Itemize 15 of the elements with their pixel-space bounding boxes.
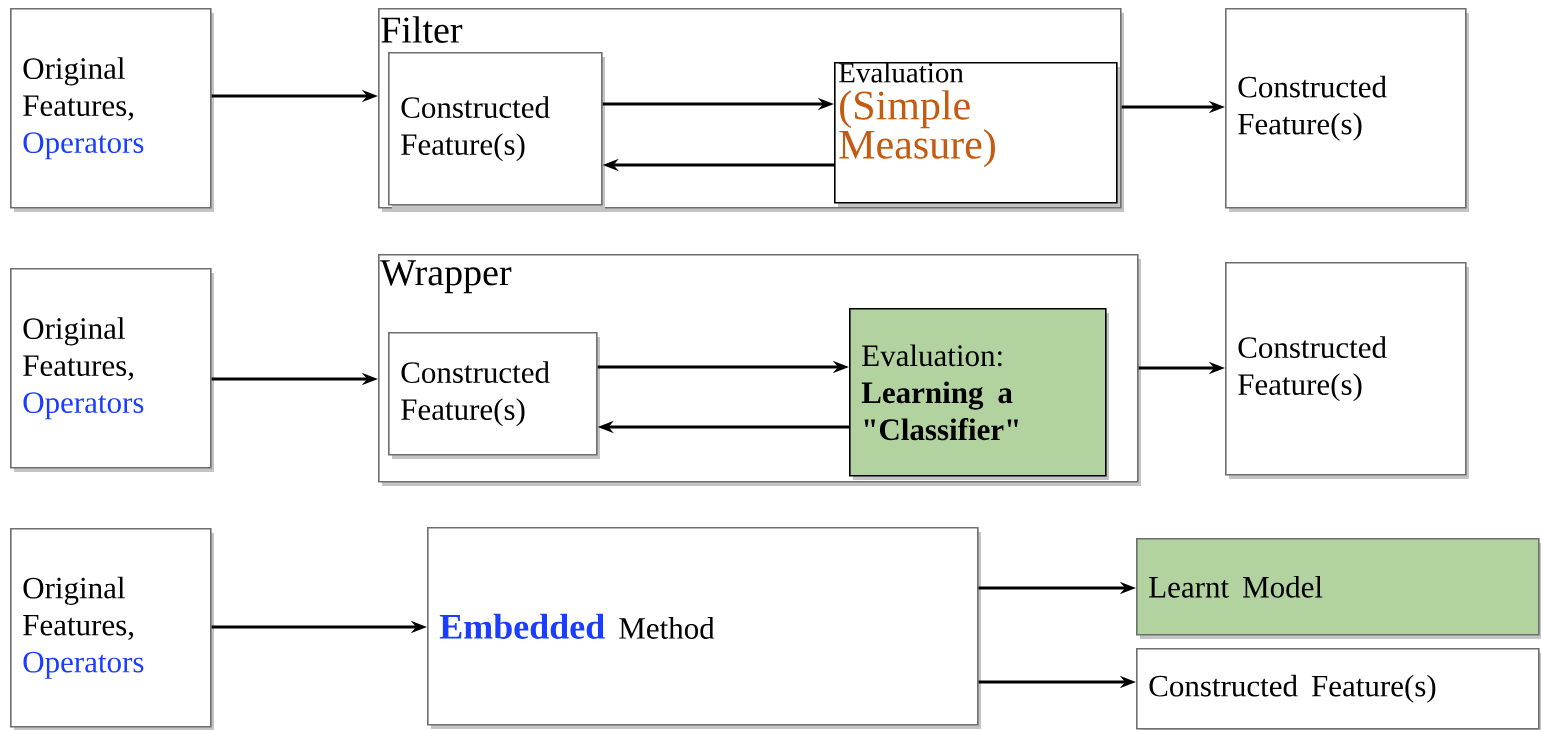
embedded-method-box: Embedded Method (427, 527, 981, 729)
node-label: Constructed Feature(s) (401, 96, 550, 162)
classifier-box: Evaluation: Learning a "Classifier" (849, 308, 1109, 480)
output-box: Constructed Feature(s) (1225, 262, 1469, 479)
evaluation-box: Evaluation (Simple Measure) (834, 62, 1120, 207)
node-label: Evaluation (839, 62, 964, 83)
model-box: Learnt Model (1136, 538, 1541, 639)
feature-box: Constructed Feature(s) (388, 332, 600, 459)
input-box: Original Features, Operators (10, 268, 214, 472)
input-box: Original Features, Operators (10, 528, 214, 730)
output-box: Constructed Feature(s) (1136, 648, 1541, 730)
node-label: (Simple Measure) (839, 90, 995, 168)
input-box: Original Features, Operators (10, 8, 214, 212)
feature-box: Constructed Feature(s) (388, 52, 605, 209)
output-box: Constructed Feature(s) (1225, 8, 1469, 212)
